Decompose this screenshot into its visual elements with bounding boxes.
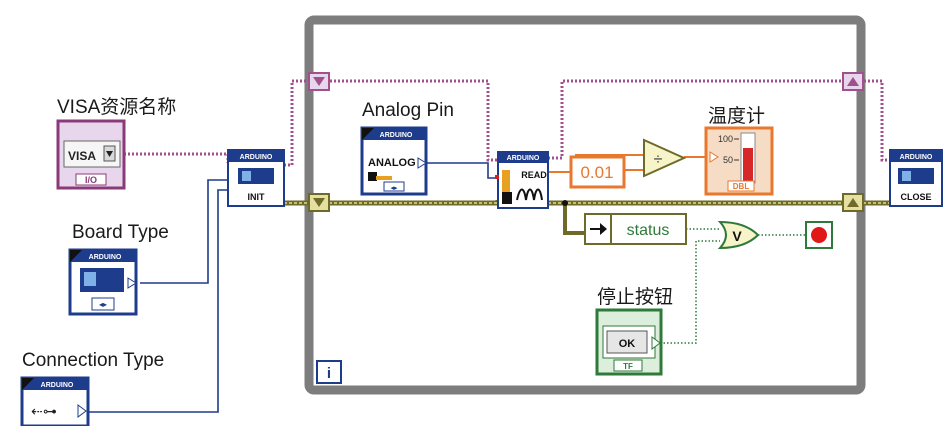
board-type-header: ARDUINO	[89, 254, 122, 261]
tf-tag: TF	[623, 362, 633, 371]
init-header: ARDUINO	[240, 154, 273, 161]
divide-icon: ÷	[654, 151, 663, 168]
shift-register-left-top	[308, 72, 330, 91]
iteration-label: i	[327, 365, 331, 382]
bool-wire	[660, 228, 806, 344]
close-header: ARDUINO	[900, 154, 933, 161]
board-type-label: Board Type	[72, 222, 169, 243]
close-caption: CLOSE	[900, 192, 931, 202]
stop-button-control[interactable]: OK TF	[595, 308, 663, 376]
unbundle-status[interactable]: status	[584, 213, 687, 245]
connection-type-header: ARDUINO	[41, 382, 74, 389]
analog-pin-control[interactable]: ARDUINO ANALOG ◂▸	[360, 126, 428, 196]
constant-value: 0.01	[580, 163, 613, 182]
dropdown-arrow-icon	[106, 151, 113, 157]
close-vi[interactable]: ARDUINO CLOSE	[889, 149, 943, 207]
io-tag: I/O	[85, 175, 97, 185]
shift-register-left-bottom	[308, 193, 330, 212]
connection-type-label: Connection Type	[22, 350, 165, 371]
thermo-tick-top: 100	[718, 134, 733, 144]
read-vi[interactable]: ARDUINO READ	[495, 151, 549, 209]
board-type-control[interactable]: ARDUINO ◂▸	[68, 248, 138, 316]
connection-type-control[interactable]: ARDUINO ⇠⊶	[20, 376, 90, 426]
or-function[interactable]: V	[717, 220, 760, 250]
init-caption: INIT	[248, 192, 266, 202]
thermometer-label: 温度计	[708, 106, 766, 127]
stop-icon	[811, 227, 827, 243]
init-vi[interactable]: ARDUINO INIT	[227, 149, 285, 207]
thermometer-indicator: 100 50 DBL	[704, 126, 774, 196]
enum-arrows-icon: ◂▸	[390, 185, 398, 192]
shift-register-right-bottom	[842, 193, 864, 212]
usb-icon: ⇠⊶	[31, 403, 57, 419]
board-type-wire	[85, 162, 498, 413]
analog-pin-text: ANALOG	[368, 157, 416, 169]
numeric-constant[interactable]: 0.01	[569, 155, 626, 189]
read-caption: READ	[521, 170, 547, 180]
or-icon: V	[732, 228, 742, 244]
status-text: status	[627, 222, 670, 239]
shift-register-right-top	[842, 72, 864, 91]
analog-pin-header: ARDUINO	[380, 132, 413, 139]
thermo-fill	[743, 148, 753, 181]
ok-text: OK	[619, 338, 636, 350]
pin-icon	[502, 170, 510, 192]
enum-arrows-icon: ◂▸	[99, 300, 107, 309]
analog-pin-label: Analog Pin	[362, 100, 454, 121]
dbl-tag: DBL	[733, 182, 750, 191]
divide-function[interactable]: ÷	[643, 138, 687, 178]
visa-resource-label: VISA资源名称	[57, 97, 177, 118]
wire-junction	[562, 200, 568, 206]
read-header: ARDUINO	[507, 155, 540, 162]
stop-button-label: 停止按钮	[597, 287, 674, 308]
visa-resource-control[interactable]: VISA I/O	[56, 119, 126, 190]
visa-control-text: VISA	[68, 149, 96, 163]
waveform-icon	[516, 188, 543, 201]
thermo-tick-mid: 50	[723, 155, 733, 165]
stop-terminal[interactable]	[805, 221, 833, 249]
iteration-terminal: i	[316, 360, 342, 384]
